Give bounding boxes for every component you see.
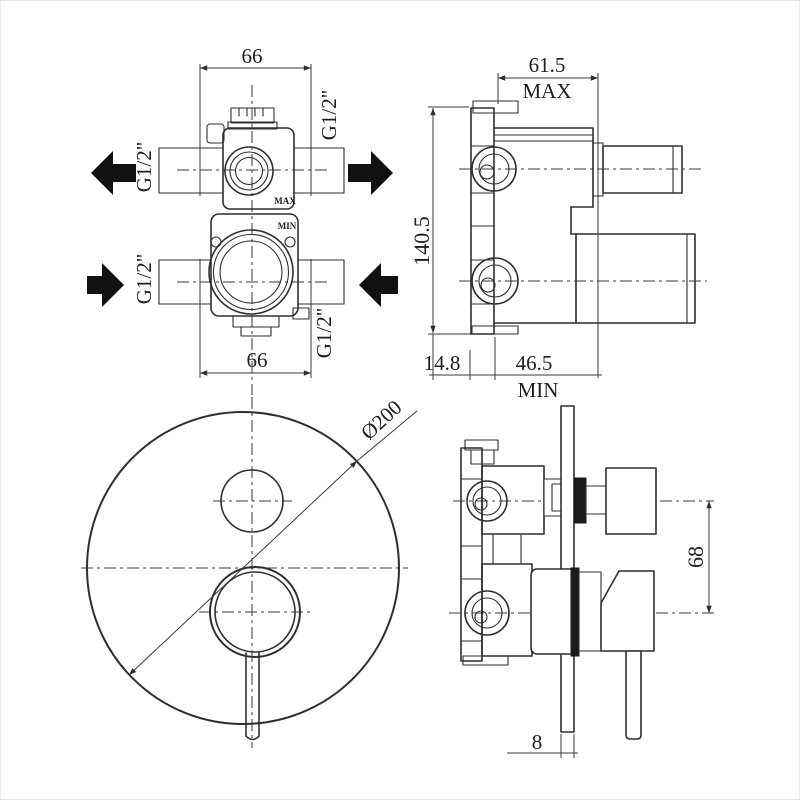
diverter-port-outer: [224, 146, 274, 196]
min-marking: MIN: [278, 221, 297, 231]
knob-flange: [573, 477, 587, 524]
upper-port-cylinder: [602, 145, 683, 194]
thread-label-bottom-right: G1/2": [312, 308, 336, 359]
flow-arrow-in-left: [87, 263, 124, 307]
upper-body: [222, 127, 295, 210]
lower-port-cylinder: [575, 233, 696, 324]
dim-depth-max-qualifier: MAX: [522, 79, 571, 103]
mounting-screw-left: [210, 236, 222, 248]
upper-side-ports: [158, 147, 345, 194]
flow-arrow-out-left: [91, 151, 136, 195]
thread-label-bottom-left: G1/2": [132, 254, 156, 305]
view-trim-side: 68 8: [449, 405, 714, 758]
rough-body-side-trim: [460, 439, 564, 666]
view-side-rough: 61.5 MAX 140.5 14.8 46.5 MIN: [409, 53, 707, 402]
dim-width-bottom-label: 66: [247, 348, 268, 372]
centerlines-front-rough: [177, 85, 327, 395]
thread-label-top-left: G1/2": [132, 142, 156, 193]
lower-side-ports: [158, 259, 345, 305]
dim-width-top: 66: [199, 44, 312, 196]
diverter-knob-side: [573, 467, 657, 535]
mixer-handle-side: [530, 567, 655, 740]
dim-depth-min-qualifier: MIN: [518, 378, 559, 402]
dim-width-bottom: 66: [199, 259, 312, 378]
handle-flange: [570, 567, 580, 657]
dim-plate-thickness: 8: [507, 730, 578, 758]
bracket-top-tab: [472, 100, 519, 114]
view-front-rough: 66 66: [87, 44, 398, 395]
lower-valve-block: [481, 563, 533, 657]
upper-port-circle: [471, 146, 517, 192]
thread-label-top-right: G1/2": [317, 90, 341, 141]
rough-valve-body-side: [470, 100, 696, 335]
diverter-knob: [605, 467, 657, 535]
dim-depth-max-label: 61.5: [529, 53, 566, 77]
rough-valve-body-front: MAX MIN: [158, 107, 345, 337]
dim-handle-distance-label: 68: [683, 546, 708, 568]
centerlines-trim-front: [81, 397, 408, 748]
cartridge-circle-outer: [208, 229, 294, 315]
handle-body: [600, 570, 655, 652]
dim-wall-offset-label: 14.8: [424, 351, 461, 375]
mounting-tab: [206, 123, 225, 144]
dim-plate-thickness-label: 8: [532, 730, 543, 754]
centerlines-side-rough: [459, 168, 707, 282]
max-marking: MAX: [274, 196, 296, 206]
bracket-side: [460, 447, 483, 662]
flow-arrow-out-right: [348, 151, 393, 195]
flow-arrows: [87, 151, 398, 307]
dim-height: 140.5: [409, 106, 474, 335]
dim-depth-max: 61.5 MAX: [497, 53, 599, 378]
dim-width-top-label: 66: [242, 44, 263, 68]
dim-plate-diameter: Ø200: [128, 395, 418, 676]
dim-depth-min-label: 46.5: [516, 351, 553, 375]
dim-height-label: 140.5: [409, 216, 434, 266]
mounting-screw-right: [284, 236, 296, 248]
dim-depths-bottom: 14.8 46.5 MIN: [424, 334, 602, 402]
dim-handle-distance: 68: [683, 501, 712, 613]
bottom-outlet-stub: [232, 315, 280, 328]
flow-arrow-in-right: [359, 263, 398, 307]
thread-labels: G1/2" G1/2" G1/2" G1/2": [132, 90, 341, 359]
lower-port-circle: [471, 257, 519, 305]
trim-plate-circle: [86, 411, 400, 725]
dim-plate-diameter-label: Ø200: [356, 395, 407, 444]
upper-valve-block: [481, 465, 545, 535]
top-outlet-stub: [230, 107, 275, 124]
lever-rod-side: [625, 650, 642, 740]
view-trim-front: Ø200: [81, 395, 418, 748]
